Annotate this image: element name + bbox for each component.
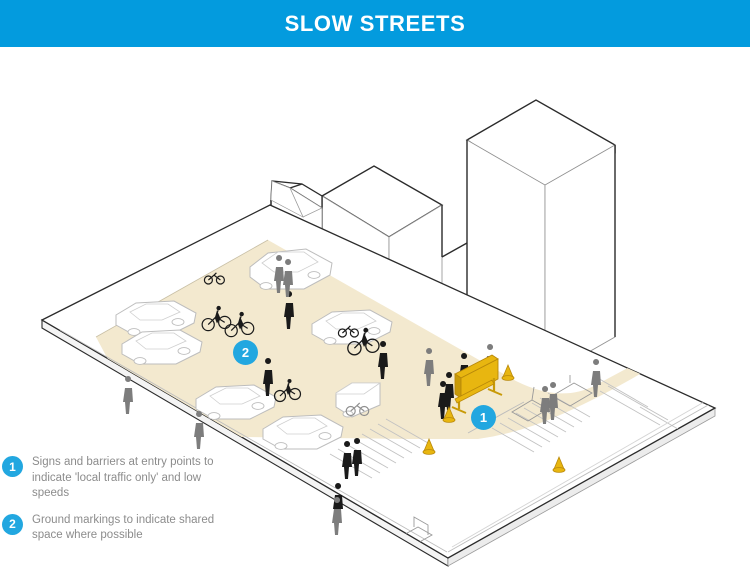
parked-car xyxy=(115,300,197,336)
legend-text-1: Signs and barriers at entry points to in… xyxy=(32,456,214,499)
cyclist xyxy=(273,379,302,403)
cyclist xyxy=(347,327,380,356)
header-bar: SLOW STREETS xyxy=(0,0,750,47)
parked-bicycle xyxy=(345,402,370,417)
parked-bicycle xyxy=(337,325,360,338)
legend-item-1: 1 Signs and barriers at entry points to … xyxy=(0,455,270,502)
page-title: SLOW STREETS xyxy=(284,10,466,36)
cyclist xyxy=(224,311,255,338)
street-barrier xyxy=(451,354,503,414)
traffic-cone xyxy=(422,437,436,455)
map-marker-1[interactable]: 1 xyxy=(471,405,496,430)
legend-badge-1: 1 xyxy=(2,456,23,477)
map-marker-2[interactable]: 2 xyxy=(233,340,258,365)
street-illustration: 2 1 xyxy=(0,47,750,581)
legend-item-2: 2 Ground markings to indicate shared spa… xyxy=(0,513,270,544)
parked-bicycle xyxy=(203,272,226,285)
parked-car xyxy=(195,384,277,420)
traffic-cone xyxy=(501,363,515,381)
legend: 1 Signs and barriers at entry points to … xyxy=(0,455,270,555)
cyclist xyxy=(201,305,232,332)
traffic-cone xyxy=(442,405,456,423)
parked-car xyxy=(262,414,344,450)
parked-car xyxy=(311,309,393,345)
parked-car xyxy=(121,329,203,365)
entry-barrier-group xyxy=(422,354,566,473)
vehicles-group xyxy=(115,248,393,450)
legend-badge-2: 2 xyxy=(2,513,23,535)
traffic-cone xyxy=(552,455,566,473)
cyclists-group xyxy=(201,272,380,417)
legend-text-2: Ground markings to indicate shared space… xyxy=(32,513,215,542)
isometric-scene xyxy=(40,99,717,567)
